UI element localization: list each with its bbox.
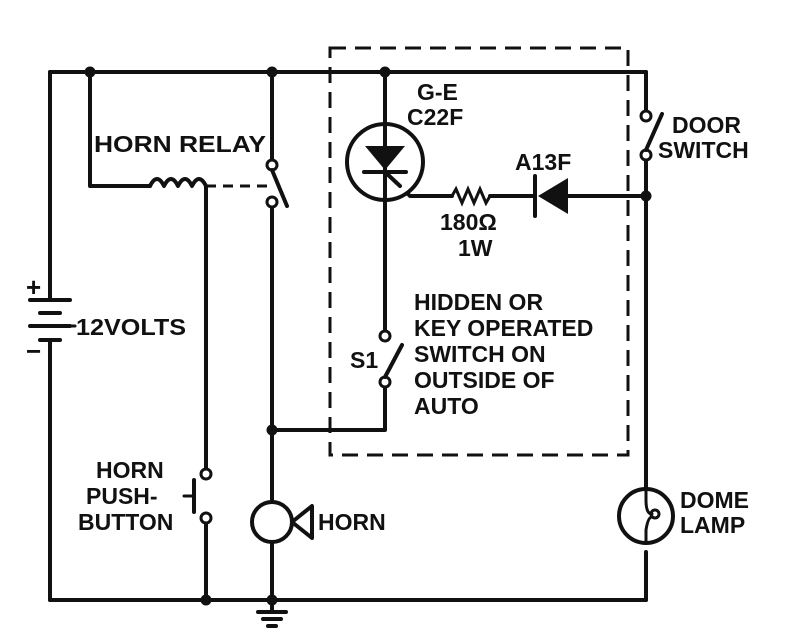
- door-switch-label-line2: SWITCH: [658, 137, 749, 163]
- hidden-switch-line5: AUTO: [414, 393, 479, 419]
- hidden-switch-line4: OUTSIDE OF: [414, 367, 555, 393]
- scr-model-line1: G-E: [417, 79, 458, 105]
- dome-lamp-symbol: [617, 487, 675, 545]
- battery-voltage-label: 12VOLTS: [76, 314, 186, 340]
- module-enclosure: [328, 46, 630, 457]
- battery-symbol: [28, 298, 77, 342]
- pushbutton-label-line2: PUSH-: [86, 483, 158, 509]
- door-switch-label-line1: DOOR: [672, 112, 741, 138]
- horn-symbol: [250, 500, 314, 544]
- s1-label: S1: [350, 347, 378, 373]
- pushbutton-label-line3: BUTTON: [78, 509, 173, 535]
- hidden-switch-line3: SWITCH ON: [414, 341, 546, 367]
- resistor-value-label: 180Ω: [440, 209, 497, 235]
- battery-minus-sign: −: [26, 336, 41, 366]
- hidden-switch-line2: KEY OPERATED: [414, 315, 593, 341]
- diode-model-label: A13F: [515, 149, 571, 175]
- hidden-switch-description: HIDDEN OR KEY OPERATED SWITCH ON OUTSIDE…: [414, 289, 593, 419]
- scr-model-line2: C22F: [407, 104, 463, 130]
- battery-plus-sign: +: [26, 272, 41, 302]
- horn-label: HORN: [318, 509, 386, 535]
- junction-dots: [84, 66, 652, 606]
- s1-switch-symbol: [378, 329, 404, 389]
- wiring: [48, 70, 648, 614]
- resistor-symbol: [450, 185, 492, 207]
- diode-symbol: [533, 174, 568, 218]
- scr-symbol: [345, 122, 425, 202]
- pushbutton-label-line1: HORN: [96, 457, 164, 483]
- horn-pushbutton-symbol: [182, 467, 213, 525]
- hidden-switch-line1: HIDDEN OR: [414, 289, 543, 315]
- resistor-wattage-label: 1W: [458, 235, 493, 261]
- dome-lamp-label-line2: LAMP: [680, 512, 745, 538]
- relay-coil-symbol: [148, 177, 268, 188]
- horn-relay-label: HORN RELAY: [94, 131, 266, 157]
- door-switch-symbol: [639, 109, 664, 162]
- dome-lamp-label-line1: DOME: [680, 487, 749, 513]
- ground-symbol: [256, 610, 288, 628]
- relay-contact-symbol: [265, 158, 289, 209]
